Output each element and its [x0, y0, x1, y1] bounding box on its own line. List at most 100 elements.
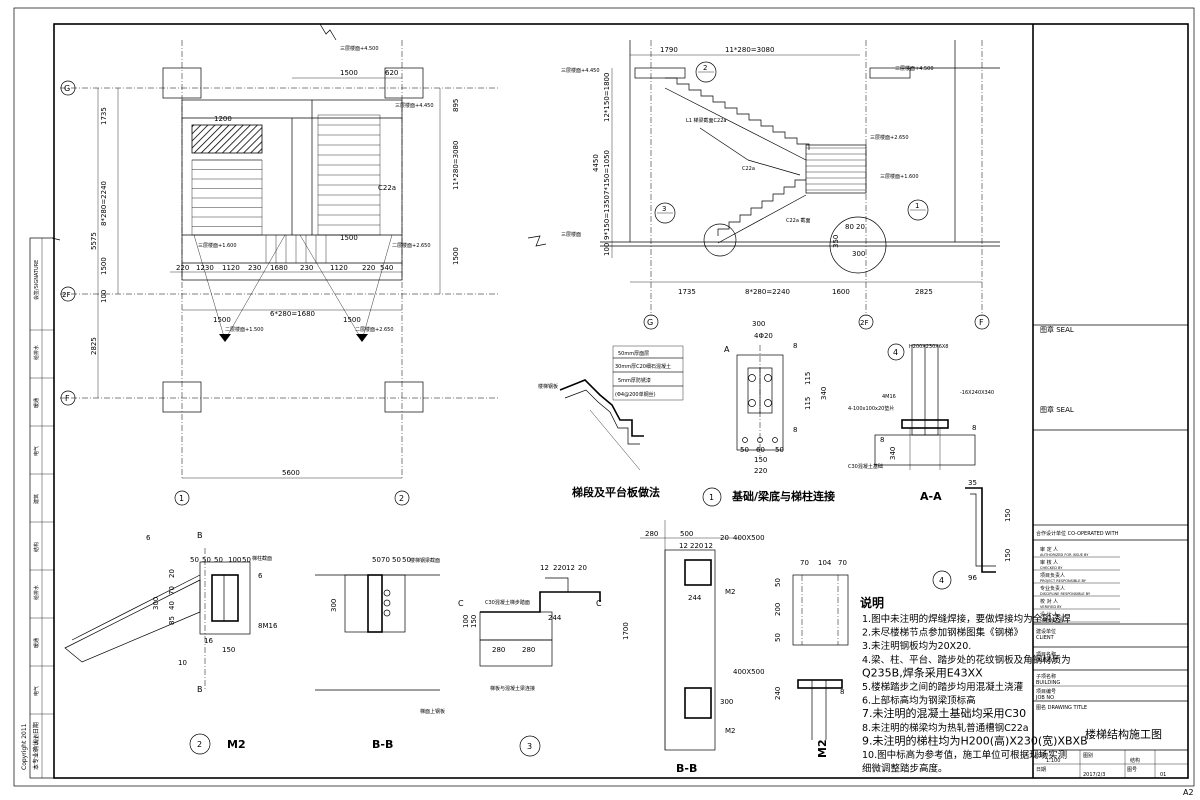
detail2-caption: M2	[227, 738, 246, 751]
sheet-frame: A2	[13, 7, 1195, 797]
section-upper-flight	[665, 77, 810, 150]
bb2-dim-220: 220	[690, 542, 703, 550]
plan-dim-left-total: 5575	[90, 232, 98, 250]
finish-detail: 50mm厚面层 30mm厚C20细石混凝土 5mm厚防锈漆 (Φ4@200单钢丝…	[538, 345, 684, 499]
strip-item: 电气	[33, 686, 40, 696]
note-line: 7.未注明的混凝土基础均采用C30	[862, 706, 1026, 720]
detail1-dim-50a: 50	[740, 446, 749, 454]
bb1-dim-70: 70	[381, 556, 390, 564]
detail1-number: 1	[709, 493, 714, 502]
detail1-section-mark: A	[724, 345, 730, 354]
anchor-bolt	[764, 399, 772, 407]
detail3-label: C30混凝土梯步踏面	[485, 599, 530, 606]
plan-dim-total: 5600	[282, 469, 300, 477]
strip-item: 给排水	[33, 345, 40, 360]
bb1-dim-300: 300	[330, 599, 338, 612]
detail2-dim-50a: 50	[190, 556, 199, 564]
note-line: 2.未尽楼梯节点参加钢梯图集《钢梯》	[862, 627, 1023, 639]
section-dim-350: 350	[832, 235, 840, 248]
detail3-dim-280b: 280	[522, 646, 535, 654]
detail2-dim-16: 16	[204, 637, 213, 645]
note-line: 细微调整踏步高度。	[862, 763, 948, 775]
detail1-dim-60: 60	[756, 446, 765, 454]
bb1-label-2: 梯面上钢板	[420, 708, 445, 715]
strip-item: 规划	[33, 734, 40, 744]
detailAA-bolts-label: 4M16	[882, 394, 896, 400]
plan-elev-landing-2: 二层楼面+2.650	[392, 242, 431, 249]
role-label-en: PROJECT RESPONSIBLE BY	[1040, 579, 1087, 583]
m2-caption: M2	[816, 739, 829, 758]
date-value: 2017/2/3	[1083, 772, 1105, 778]
anchor-bolt	[742, 437, 748, 443]
column-G2	[384, 67, 424, 99]
detail1-caption: 基础/梁底与梯柱连接	[731, 489, 835, 503]
plan-bottom-dim: 1120	[330, 264, 348, 272]
section-callout-3	[654, 202, 676, 224]
plan-dim-top-1500: 1500	[340, 69, 358, 77]
note-line: 5.楼梯踏步之间的踏步均用混凝土浇灌	[862, 681, 1024, 693]
detail1-dim-8a: 8	[793, 342, 797, 350]
axis-bubble-2	[394, 490, 410, 506]
axis-bubble-G	[60, 80, 76, 96]
section-callout-1-text: 1	[915, 202, 919, 210]
plan-dim-top-620: 620	[385, 69, 398, 77]
plan-elev-low-2: 二层楼面+2.650	[355, 326, 394, 333]
detail2-dim-100: 100	[228, 556, 241, 564]
plan-elev-low-1: 二层楼面+1.500	[225, 326, 264, 333]
detail3-mark-right: C	[596, 599, 602, 608]
axis-label-2F: 2F	[62, 291, 70, 299]
detail3-dim-100: 100	[462, 615, 470, 628]
confirm-text: 本专业确认 / 日期	[32, 722, 40, 770]
discipline-value: 结构	[1130, 757, 1140, 764]
strip-item: 结构	[33, 542, 40, 552]
axis-bubble-F	[60, 390, 76, 406]
detail2-dim-150: 150	[222, 646, 235, 654]
detail2-dim-50d: 50	[242, 556, 251, 564]
detail1-dim-150: 150	[754, 456, 767, 464]
anchor-bolt	[748, 399, 756, 407]
detail3-note: 梯板与混凝土梁连接	[490, 685, 535, 692]
detail2-label: 梯柱截面	[252, 555, 272, 562]
role-label-en: DESIGNED BY	[1040, 618, 1065, 622]
strip-item: 电气	[33, 446, 40, 456]
note-line: 1.图中未注明的焊缝焊接，要做焊接均为全融透焊	[862, 613, 1071, 625]
column-F1	[162, 381, 202, 413]
detailAA-plate-label: -16X240X340	[960, 390, 994, 396]
m2-dim-70b: 70	[838, 559, 847, 567]
role-label-en: AUTHORIZED FOR ISSUE BY	[1040, 553, 1089, 557]
bb2-dim-400x500a: 400X500	[733, 534, 765, 542]
detail3-dim-280a: 280	[492, 646, 505, 654]
detail2-dim-20: 20	[168, 569, 176, 578]
paper-size: A2	[1183, 788, 1194, 797]
plan-dim-right-895: 895	[452, 99, 460, 112]
seal-label-2: 图章 SEAL	[1040, 405, 1074, 414]
project-label: 项目名称	[1036, 651, 1056, 658]
plan-elev-top: 三层楼面+4.500	[340, 45, 379, 52]
m2-dim-70a: 70	[800, 559, 809, 567]
finish-layer-2: 30mm厚C20细石混凝土	[615, 363, 671, 370]
stair-section: G 2F F 2 3 1 三层楼面+4.450 三层楼面+4.500	[561, 40, 1000, 330]
detailAA-number-circle	[887, 343, 905, 361]
plan-c22a-label: C22a	[378, 184, 396, 192]
signature-title: 会签/SIGNATURE	[33, 260, 40, 300]
strip-item: 给排水	[33, 585, 40, 600]
plan-elev-landing-1: 三层楼面+1.600	[198, 242, 237, 249]
section-dim-left-4450: 4450	[592, 154, 600, 172]
detail2-mark-top: B	[197, 531, 203, 540]
strip-item: 暖通	[33, 398, 40, 408]
detail4-number: 4	[939, 576, 944, 585]
detail2-mark-bottom: B	[197, 685, 203, 694]
section-label-c22a-2: C22a 截面	[786, 217, 811, 224]
m2-dim-50a: 50	[774, 578, 782, 587]
strip-item: 建筑	[33, 494, 40, 504]
detail-3: C30混凝土梯步踏面 梯板与混凝土梁连接 12 220 12 20 100 15…	[458, 564, 602, 757]
note-line: 6.上部标高均为钢梁顶标高	[862, 695, 976, 707]
detail4-dim-96: 96	[968, 574, 977, 582]
section-axis-F	[974, 314, 990, 330]
detail2-dim-50c: 50	[214, 556, 223, 564]
axis-label-1: 1	[179, 494, 184, 503]
sheet-label: 图号	[1127, 767, 1137, 773]
scale-label: 比例	[1036, 752, 1046, 759]
plan-dim-left-1735: 1735	[100, 107, 108, 125]
